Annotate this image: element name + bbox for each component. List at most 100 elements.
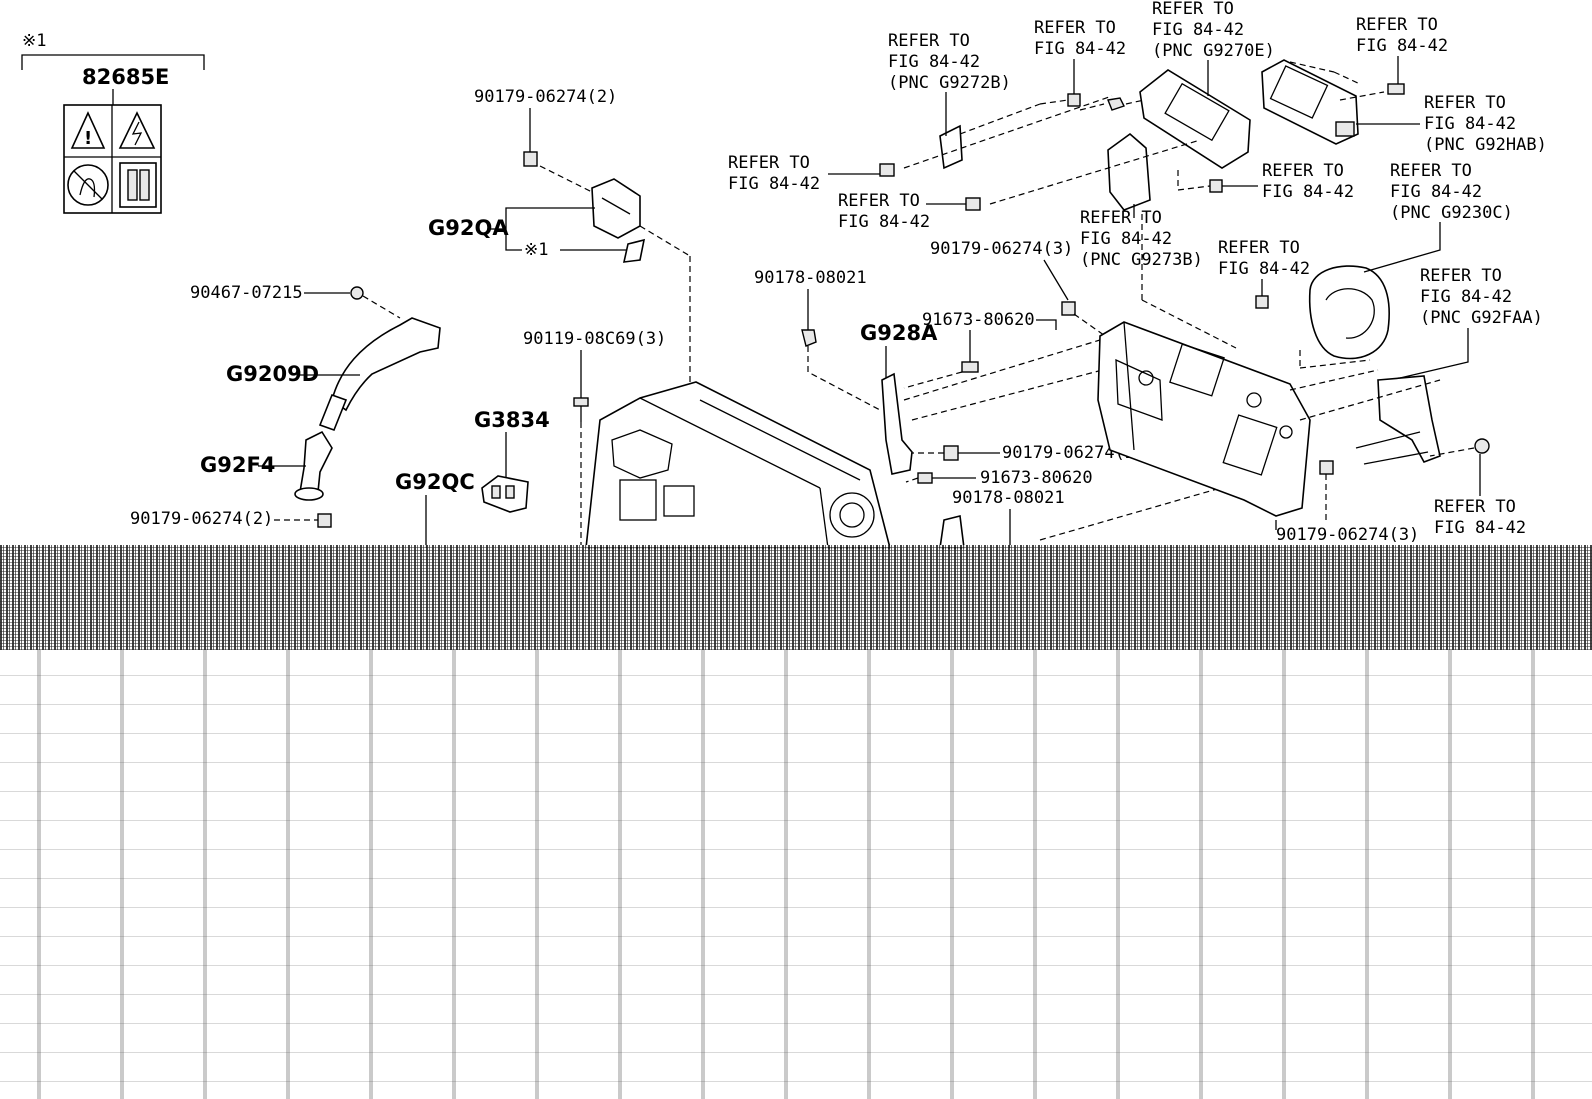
- inverter-port: [829, 492, 875, 538]
- bolt-head-90119: [573, 397, 589, 407]
- refer-callouts: REFER TO FIG 84-42 (PNC G9272B) REFER TO…: [728, 0, 1547, 538]
- svg-text:REFER TO: REFER TO: [1420, 266, 1502, 286]
- scan-noise-band: [0, 545, 1592, 650]
- bolt-91673-a: [961, 361, 979, 373]
- refer-10: REFER TO FIG 84-42 (PNC G9273B): [1080, 204, 1203, 270]
- part-90179-06274-a: 90179-06274(2): [474, 87, 617, 107]
- svg-text:REFER TO: REFER TO: [1434, 497, 1516, 517]
- bolt-duct: [1387, 83, 1405, 95]
- clip-90178-b: [939, 515, 965, 549]
- pipe-G92F4: [299, 430, 333, 493]
- cover-plate: [1097, 321, 1311, 517]
- part-90179-06274-e: 90179-06274(3): [1276, 525, 1419, 545]
- part-91673-80620-a: 91673-80620: [922, 310, 1035, 330]
- part-90178-08021-a: 90178-08021: [754, 268, 867, 288]
- nut-90179-e: [1319, 460, 1334, 475]
- svg-text:FIG 84-42: FIG 84-42: [1152, 20, 1244, 40]
- part-G928A: G928A: [860, 321, 938, 345]
- duct-port: [1335, 121, 1355, 137]
- svg-text:(PNC G92FAA): (PNC G92FAA): [1420, 308, 1543, 328]
- part-90467-07215: 90467-07215: [190, 283, 303, 303]
- bracket-G9272B: [939, 124, 963, 170]
- note-mark: ※1: [22, 31, 46, 51]
- svg-text:REFER TO: REFER TO: [888, 31, 970, 51]
- svg-text:FIG 84-42: FIG 84-42: [1390, 182, 1482, 202]
- svg-text:FIG 84-42: FIG 84-42: [1434, 518, 1526, 538]
- refer-13: REFER TO FIG 84-42: [1434, 454, 1526, 538]
- svg-text:REFER TO: REFER TO: [1390, 161, 1472, 181]
- svg-text:REFER TO: REFER TO: [1262, 161, 1344, 181]
- manual-icon: [119, 162, 157, 208]
- nut-left-sensor: [1255, 295, 1269, 309]
- part-91673-80620-b: 91673-80620: [980, 468, 1093, 488]
- inverter-housing: [585, 381, 892, 549]
- nut-90179-c: [1061, 301, 1076, 316]
- svg-text:FIG 84-42: FIG 84-42: [1424, 114, 1516, 134]
- svg-text:(PNC G9273B): (PNC G9273B): [1080, 250, 1203, 270]
- nut-90179-d: [943, 445, 959, 461]
- svg-text:REFER TO: REFER TO: [1034, 18, 1116, 38]
- refer-9: REFER TO FIG 84-42 (PNC G9230C): [1363, 161, 1513, 273]
- svg-text:FIG 84-42: FIG 84-42: [1356, 36, 1448, 56]
- part-G92QC: G92QC: [395, 470, 475, 494]
- refer-4: REFER TO FIG 84-42: [1356, 15, 1448, 84]
- refer-3: REFER TO FIG 84-42 (PNC G9270E): [1152, 0, 1275, 96]
- clip-90467: [350, 286, 364, 300]
- refer-6: REFER TO FIG 84-42: [728, 153, 880, 194]
- refer-5: REFER TO FIG 84-42 (PNC G92HAB): [1356, 93, 1547, 155]
- refer-11: REFER TO FIG 84-42: [1218, 238, 1310, 296]
- part-90179-06274-c: 90179-06274(3): [930, 239, 1073, 259]
- part-90179-06274-b: 90179-06274(2): [130, 509, 273, 529]
- bracket-G92FAA: [1377, 375, 1441, 463]
- caution-triangle-icon: [70, 111, 106, 149]
- clip-90178-a: [801, 329, 817, 347]
- bolt-ecu: [1107, 97, 1125, 111]
- part-90178-08021-b: 90178-08021: [952, 488, 1065, 508]
- scan-noise-area: [0, 650, 1592, 1099]
- svg-text:FIG 84-42: FIG 84-42: [1080, 229, 1172, 249]
- svg-text:REFER TO: REFER TO: [1152, 0, 1234, 19]
- bolt-left-mid: [965, 197, 981, 211]
- right-panel: 90179-06274(3): [879, 59, 1490, 545]
- cover-G92QA: [591, 178, 641, 239]
- left-parts: 90179-06274(2) G92QA ※1 90467-07215 G920…: [130, 87, 691, 560]
- svg-text:FIG 84-42: FIG 84-42: [1420, 287, 1512, 307]
- bracket-G9273B: [1107, 132, 1151, 211]
- svg-text:REFER TO: REFER TO: [1424, 93, 1506, 113]
- duct-G92HAB: [1261, 59, 1359, 145]
- refer-1: REFER TO FIG 84-42 (PNC G9272B): [888, 31, 1011, 136]
- svg-text:REFER TO: REFER TO: [838, 191, 920, 211]
- svg-text:FIG 84-42: FIG 84-42: [1262, 182, 1354, 202]
- svg-text:!: !: [84, 128, 92, 149]
- nut-mid: [1209, 179, 1223, 193]
- part-90119-08C69: 90119-08C69(3): [523, 329, 666, 349]
- part-G92QA: G92QA: [428, 216, 509, 240]
- svg-text:FIG 84-42: FIG 84-42: [838, 212, 930, 232]
- svg-text:(PNC G9272B): (PNC G9272B): [888, 73, 1011, 93]
- part-G92F4: G92F4: [200, 453, 275, 477]
- svg-text:(PNC G9230C): (PNC G9230C): [1390, 203, 1513, 223]
- nut-right: [1474, 438, 1490, 454]
- refer-7: REFER TO FIG 84-42: [838, 191, 966, 232]
- hose-G9209D: [331, 317, 441, 412]
- svg-text:FIG 84-42: FIG 84-42: [1034, 39, 1126, 59]
- svg-text:(PNC G92HAB): (PNC G92HAB): [1424, 135, 1547, 155]
- bolt-91673-b: [917, 472, 933, 484]
- svg-text:(PNC G9270E): (PNC G9270E): [1152, 41, 1275, 61]
- svg-text:REFER TO: REFER TO: [1080, 208, 1162, 228]
- refer-2: REFER TO FIG 84-42: [1034, 18, 1126, 94]
- warning-label-group: ※1 82685E !: [21, 31, 205, 214]
- svg-text:FIG 84-42: FIG 84-42: [1218, 259, 1310, 279]
- nut-90179-a: [523, 151, 538, 167]
- refer-8: REFER TO FIG 84-42: [1222, 161, 1354, 202]
- bolt-left-top: [879, 163, 895, 177]
- svg-text:REFER TO: REFER TO: [1356, 15, 1438, 35]
- svg-text:REFER TO: REFER TO: [1218, 238, 1300, 258]
- label-tag: [622, 238, 646, 263]
- part-G3834: G3834: [474, 408, 550, 432]
- bracket-G928A: [881, 372, 913, 475]
- refer-12: REFER TO FIG 84-42 (PNC G92FAA): [1399, 266, 1543, 379]
- inverter-body: [585, 381, 892, 549]
- nut-top: [1067, 93, 1081, 107]
